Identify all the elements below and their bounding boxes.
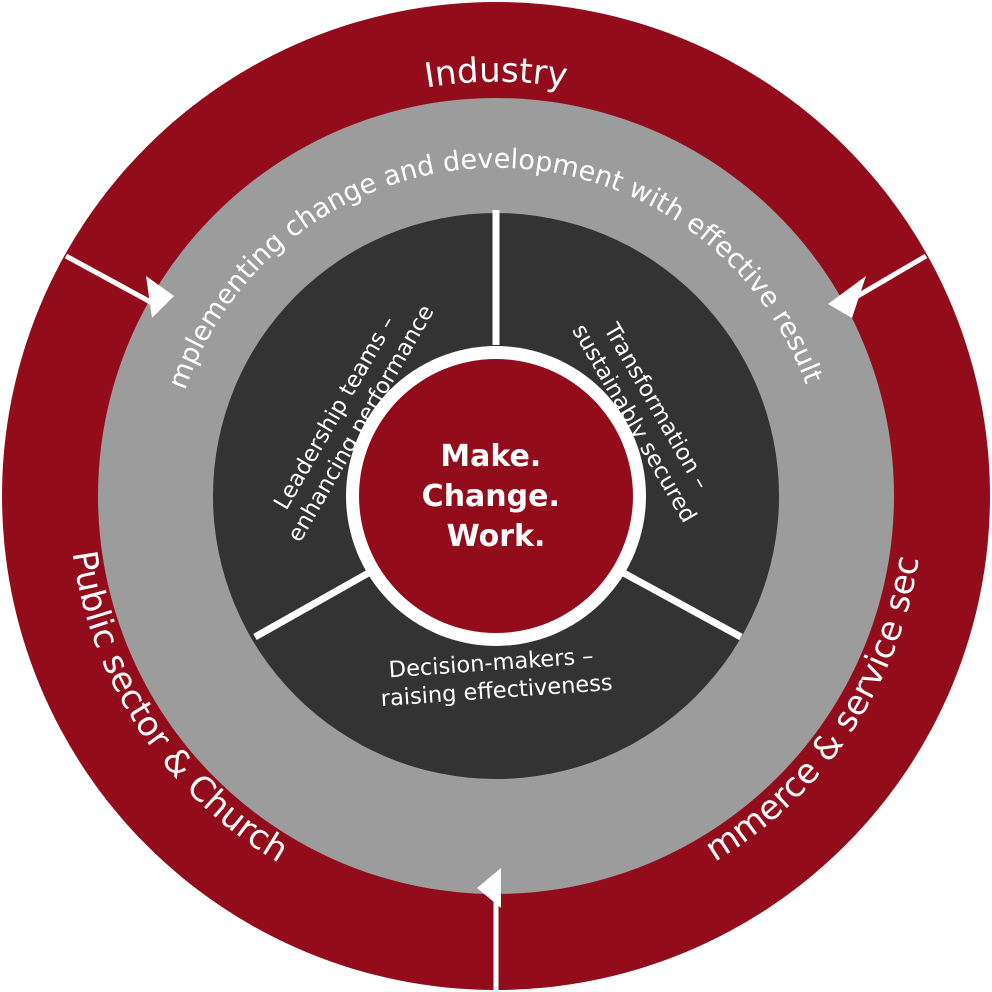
center-line-work: Work. <box>447 519 546 554</box>
center-line-make: Make. <box>440 439 541 474</box>
center-circle <box>359 359 633 633</box>
inner-divider-right <box>618 567 743 641</box>
divider-left <box>64 253 158 308</box>
center-slogan: Make. Change. Work. <box>422 439 571 554</box>
outer-label-industry: Industry <box>422 51 571 97</box>
arrow-bottom-icon <box>477 868 501 908</box>
arrow-left-icon <box>146 276 174 318</box>
inner-ring-dividers <box>253 210 743 641</box>
inner-divider-left <box>253 567 374 641</box>
arrow-right-icon <box>828 276 866 318</box>
center-line-change: Change. <box>422 479 560 514</box>
outer-ring-dividers <box>64 253 928 992</box>
